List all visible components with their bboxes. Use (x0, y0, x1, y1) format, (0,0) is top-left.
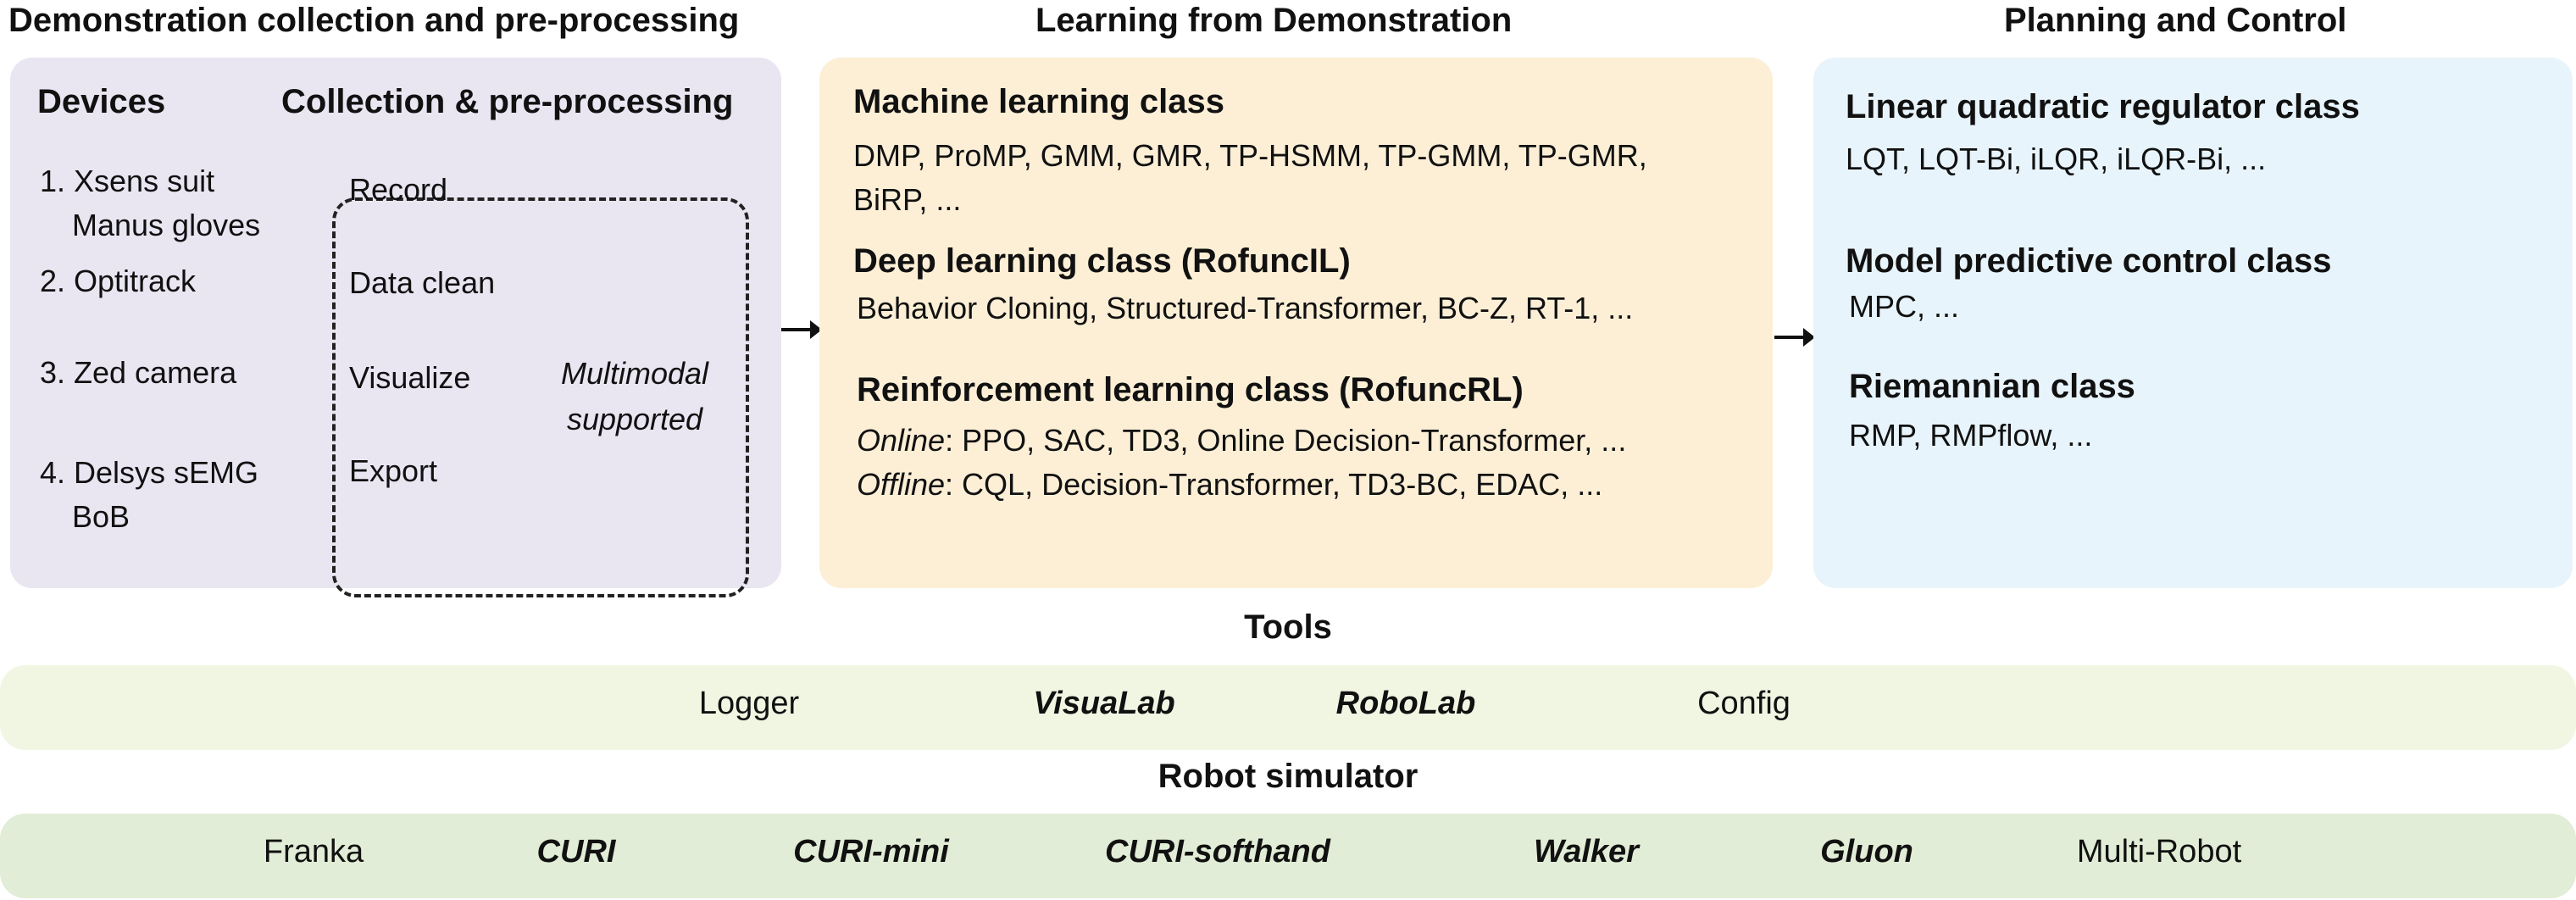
rl-offline-methods: Offline: CQL, Decision-Transformer, TD3-… (857, 467, 1603, 502)
collection-section-title: Demonstration collection and pre-process… (8, 2, 740, 39)
tools-title: Tools (1244, 608, 1332, 646)
control-panel: Linear quadratic regulator class LQT, LQ… (1813, 58, 2573, 588)
device-item: 4. Delsys sEMG BoB (40, 455, 259, 534)
tools-bar: Logger VisuaLab RoboLab Config (0, 665, 2576, 750)
tool-config: Config (1697, 686, 1790, 721)
mpc-class-methods: MPC, ... (1849, 289, 1960, 324)
robot-franka: Franka (263, 834, 364, 869)
multimodal-note: Multimodal supported (560, 356, 709, 436)
step-record: Record (349, 172, 448, 207)
collection-panel: Devices Collection & pre-processing 1. X… (10, 58, 781, 597)
riemannian-class-heading: Riemannian class (1849, 368, 2135, 405)
ml-class-methods: BiRP, ... (853, 182, 962, 217)
lfd-panel: Machine learning class DMP, ProMP, GMM, … (819, 58, 1773, 588)
robot-curi: CURI (536, 834, 616, 869)
simulator-bar: Franka CURI CURI-mini CURI-softhand Walk… (0, 814, 2576, 898)
mpc-class-heading: Model predictive control class (1846, 242, 2332, 280)
robot-curi-mini: CURI-mini (793, 834, 949, 869)
robot-gluon: Gluon (1820, 834, 1913, 869)
processing-box (332, 197, 749, 597)
step-export: Export (349, 453, 438, 488)
rl-class-heading: Reinforcement learning class (RofuncRL) (857, 371, 1524, 408)
ml-class-heading: Machine learning class (853, 83, 1224, 120)
dl-class-heading: Deep learning class (RofuncIL) (853, 242, 1351, 280)
step-visualize: Visualize (349, 360, 471, 395)
processing-heading: Collection & pre-processing (281, 83, 734, 120)
robot-curi-softhand: CURI-softhand (1105, 834, 1330, 869)
device-item: 2. Optitrack (40, 264, 197, 298)
device-item: 1. Xsens suit Manus gloves (40, 164, 261, 242)
tool-logger: Logger (698, 686, 800, 721)
dl-class-methods: Behavior Cloning, Structured-Transformer… (857, 291, 1634, 325)
lqr-class-methods: LQT, LQT-Bi, iLQR, iLQR-Bi, ... (1846, 142, 2267, 176)
lqr-class-heading: Linear quadratic regulator class (1846, 88, 2360, 125)
robot-multi-robot: Multi-Robot (2076, 834, 2242, 869)
robot-walker: Walker (1534, 834, 1639, 869)
lfd-section-title: Learning from Demonstration (1035, 2, 1513, 39)
riemannian-class-methods: RMP, RMPflow, ... (1849, 418, 2093, 453)
step-data-clean: Data clean (349, 265, 496, 300)
ml-class-methods: DMP, ProMP, GMM, GMR, TP-HSMM, TP-GMM, T… (853, 138, 1647, 173)
arrow-right-icon (1774, 328, 1815, 347)
tool-robolab: RoboLab (1335, 686, 1476, 721)
arrow-right-icon (781, 320, 822, 339)
simulator-title: Robot simulator (1158, 758, 1418, 795)
device-item: 3. Zed camera (40, 355, 237, 390)
rl-online-methods: Online: PPO, SAC, TD3, Online Decision-T… (857, 423, 1627, 458)
control-section-title: Planning and Control (2004, 2, 2347, 39)
devices-heading: Devices (37, 83, 166, 120)
tool-visualab: VisuaLab (1033, 686, 1175, 721)
